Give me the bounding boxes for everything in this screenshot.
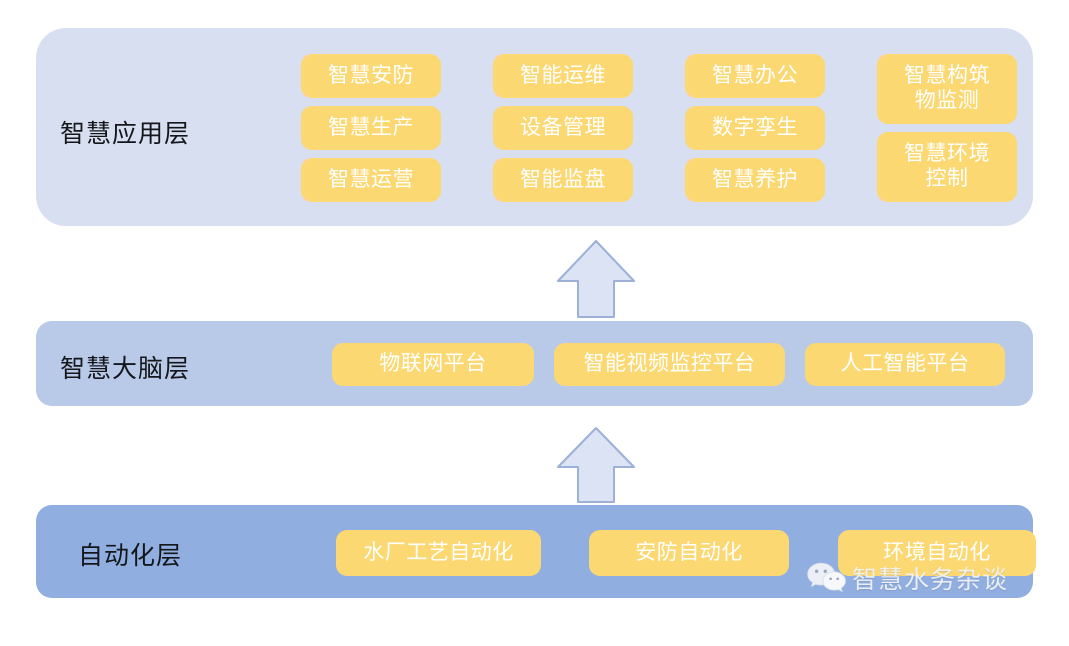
automation-tile-row: 水厂工艺自动化 安防自动化 环境自动化 xyxy=(336,530,1036,576)
application-column-1: 智慧安防 智慧生产 智慧运营 xyxy=(301,54,441,202)
application-tile-grid: 智慧安防 智慧生产 智慧运营 智能运维 设备管理 智能监盘 智慧办公 数字孪生 … xyxy=(301,54,1017,202)
layer-application-label: 智慧应用层 xyxy=(60,120,191,148)
brain-tile-row: 物联网平台 智能视频监控平台 人工智能平台 xyxy=(332,343,1036,386)
layer-automation-label: 自动化层 xyxy=(78,542,183,570)
tile-equipment-management[interactable]: 设备管理 xyxy=(493,106,633,150)
arrow-up-brain-to-application xyxy=(554,239,638,319)
tile-smart-structure-monitoring[interactable]: 智慧构筑 物监测 xyxy=(877,54,1017,124)
tile-digital-twin[interactable]: 数字孪生 xyxy=(685,106,825,150)
tile-security-automation[interactable]: 安防自动化 xyxy=(589,530,789,576)
arrow-up-automation-to-brain xyxy=(554,426,638,504)
wechat-icon xyxy=(807,562,846,593)
tile-environment-automation[interactable]: 环境自动化 xyxy=(838,530,1036,576)
layer-brain: 智慧大脑层 物联网平台 智能视频监控平台 人工智能平台 xyxy=(36,321,1033,406)
tile-smart-production[interactable]: 智慧生产 xyxy=(301,106,441,150)
watermark: 智慧水务杂谈 xyxy=(806,560,1008,596)
tile-waterworks-process-automation[interactable]: 水厂工艺自动化 xyxy=(336,530,541,576)
tile-smart-office[interactable]: 智慧办公 xyxy=(685,54,825,98)
layer-brain-label: 智慧大脑层 xyxy=(60,355,191,383)
tile-smart-conservation[interactable]: 智慧养护 xyxy=(685,158,825,202)
tile-iot-platform[interactable]: 物联网平台 xyxy=(332,343,534,386)
tile-video-surveillance-platform[interactable]: 智能视频监控平台 xyxy=(554,343,785,386)
tile-smart-environment-control[interactable]: 智慧环境 控制 xyxy=(877,132,1017,202)
tile-smart-operation[interactable]: 智慧运营 xyxy=(301,158,441,202)
tile-ai-platform[interactable]: 人工智能平台 xyxy=(805,343,1005,386)
tile-smart-dashboard[interactable]: 智能监盘 xyxy=(493,158,633,202)
layer-application: 智慧应用层 智慧安防 智慧生产 智慧运营 智能运维 设备管理 智能监盘 智慧办公… xyxy=(36,28,1033,226)
layer-automation: 自动化层 水厂工艺自动化 安防自动化 环境自动化 xyxy=(36,505,1036,598)
application-column-2: 智能运维 设备管理 智能监盘 xyxy=(493,54,633,202)
application-column-4: 智慧构筑 物监测 智慧环境 控制 xyxy=(877,54,1017,202)
tile-smart-maintenance[interactable]: 智能运维 xyxy=(493,54,633,98)
application-column-3: 智慧办公 数字孪生 智慧养护 xyxy=(685,54,825,202)
watermark-text: 智慧水务杂谈 xyxy=(852,566,1009,594)
tile-smart-security[interactable]: 智慧安防 xyxy=(301,54,441,98)
